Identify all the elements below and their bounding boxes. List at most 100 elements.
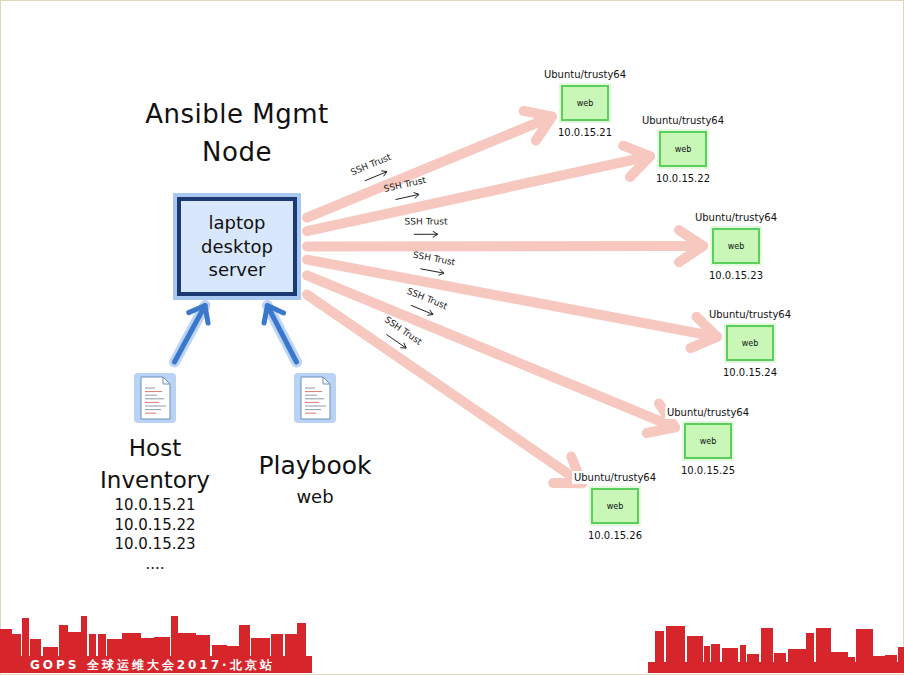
input-arrow [174, 306, 208, 362]
building [898, 647, 904, 663]
server-node: Ubuntu/trusty64web10.0.15.22 [623, 109, 743, 186]
icon-page [141, 377, 170, 419]
building [43, 647, 58, 657]
server-box: web [684, 423, 732, 459]
building [740, 645, 746, 663]
building [271, 634, 283, 657]
icon-line [145, 395, 157, 396]
direction-mark [365, 172, 387, 181]
direction-mark [439, 269, 444, 275]
edge-label: SSH Trust [404, 217, 447, 228]
building [704, 646, 710, 663]
direction-mark [414, 193, 420, 199]
icon-line [145, 406, 166, 407]
document-icon [133, 372, 177, 424]
building [788, 649, 806, 663]
icon-line [305, 402, 319, 403]
ip-row: 10.0.15.24 [690, 361, 810, 380]
server-node: Ubuntu/trusty64 web 10.0.15.26 [555, 466, 675, 543]
arrowhead [679, 230, 703, 262]
arrowhead [623, 146, 650, 177]
building [22, 618, 29, 657]
file-node: Host Inventory10.0.15.2110.0.15.2210.0.1… [75, 372, 235, 574]
edge-label: SSH Trust [412, 250, 456, 269]
icon-line [305, 388, 315, 389]
building [816, 628, 831, 663]
building [774, 653, 786, 663]
host-address: 10.0.15.21 [75, 496, 235, 516]
building [873, 656, 885, 663]
building [81, 616, 87, 657]
server-os: Ubuntu/trusty64 [707, 308, 793, 321]
ssh-connector [307, 230, 703, 262]
icon-line [145, 402, 159, 403]
server-ip: 10.0.15.22 [654, 172, 712, 186]
building [141, 638, 154, 657]
server-role: web [607, 502, 624, 511]
host-address: 10.0.15.23 [75, 535, 235, 555]
document-icon [293, 372, 337, 424]
building [666, 626, 685, 663]
icon-fold [163, 377, 170, 384]
building [0, 629, 12, 657]
icon-page [301, 377, 330, 419]
connector-line [307, 275, 675, 427]
building [687, 636, 703, 663]
icon-line [305, 413, 316, 414]
direction-mark [381, 171, 387, 177]
ip-row: 10.0.15.25 [648, 459, 768, 478]
server-os: Ubuntu/trusty64 [572, 471, 658, 484]
edge-label: SSH Trust [382, 315, 424, 348]
file-title: Host Inventory [75, 432, 235, 496]
icon-glow [134, 373, 176, 423]
icon-line [305, 398, 324, 399]
arrowhead [690, 317, 717, 348]
ip-row: 10.0.15.22 [623, 167, 743, 186]
icon-line [145, 388, 155, 389]
document-icon-svg [293, 372, 337, 424]
building [747, 654, 759, 663]
icon-glow [294, 373, 336, 423]
connector-line [307, 241, 703, 251]
ip-row: 10.0.15.26 [555, 524, 675, 543]
edge-label: SSH Trust [405, 286, 449, 313]
footer-bar [648, 662, 904, 673]
icon-line [305, 406, 326, 407]
direction-mark [414, 234, 438, 235]
building [68, 632, 81, 657]
server-ip: 10.0.15.21 [556, 126, 614, 140]
edge-label: SSH Trust [383, 175, 427, 195]
building [30, 639, 41, 657]
city-skyline [0, 616, 904, 663]
building [122, 633, 141, 657]
building [239, 625, 250, 657]
playbook-name: web [235, 483, 395, 512]
direction-mark [400, 343, 406, 348]
direction-mark [433, 231, 438, 237]
icon-line [145, 391, 162, 392]
building [59, 625, 68, 657]
icon-line [145, 398, 164, 399]
server-ip: 10.0.15.23 [707, 269, 765, 283]
building [722, 648, 738, 663]
arrowhead [524, 111, 552, 141]
node-heading: Ansible Mgmt Node [132, 96, 342, 171]
mgmt-box: laptop desktop server [177, 197, 297, 295]
building [227, 646, 239, 657]
box-text: laptop desktop server [191, 211, 283, 281]
building [711, 644, 720, 663]
file-node: Playbookweb [235, 372, 395, 512]
building [285, 634, 297, 657]
building [107, 639, 122, 657]
building [12, 634, 21, 657]
server-os: Ubuntu/trusty64 [542, 68, 628, 81]
building [251, 638, 270, 657]
server-os: Ubuntu/trusty64 [665, 406, 751, 419]
file-title: Playbook [235, 448, 395, 483]
building [196, 635, 210, 657]
building [297, 623, 306, 657]
direction-mark [411, 305, 433, 314]
building [212, 645, 227, 657]
host-address: .... [75, 555, 235, 575]
